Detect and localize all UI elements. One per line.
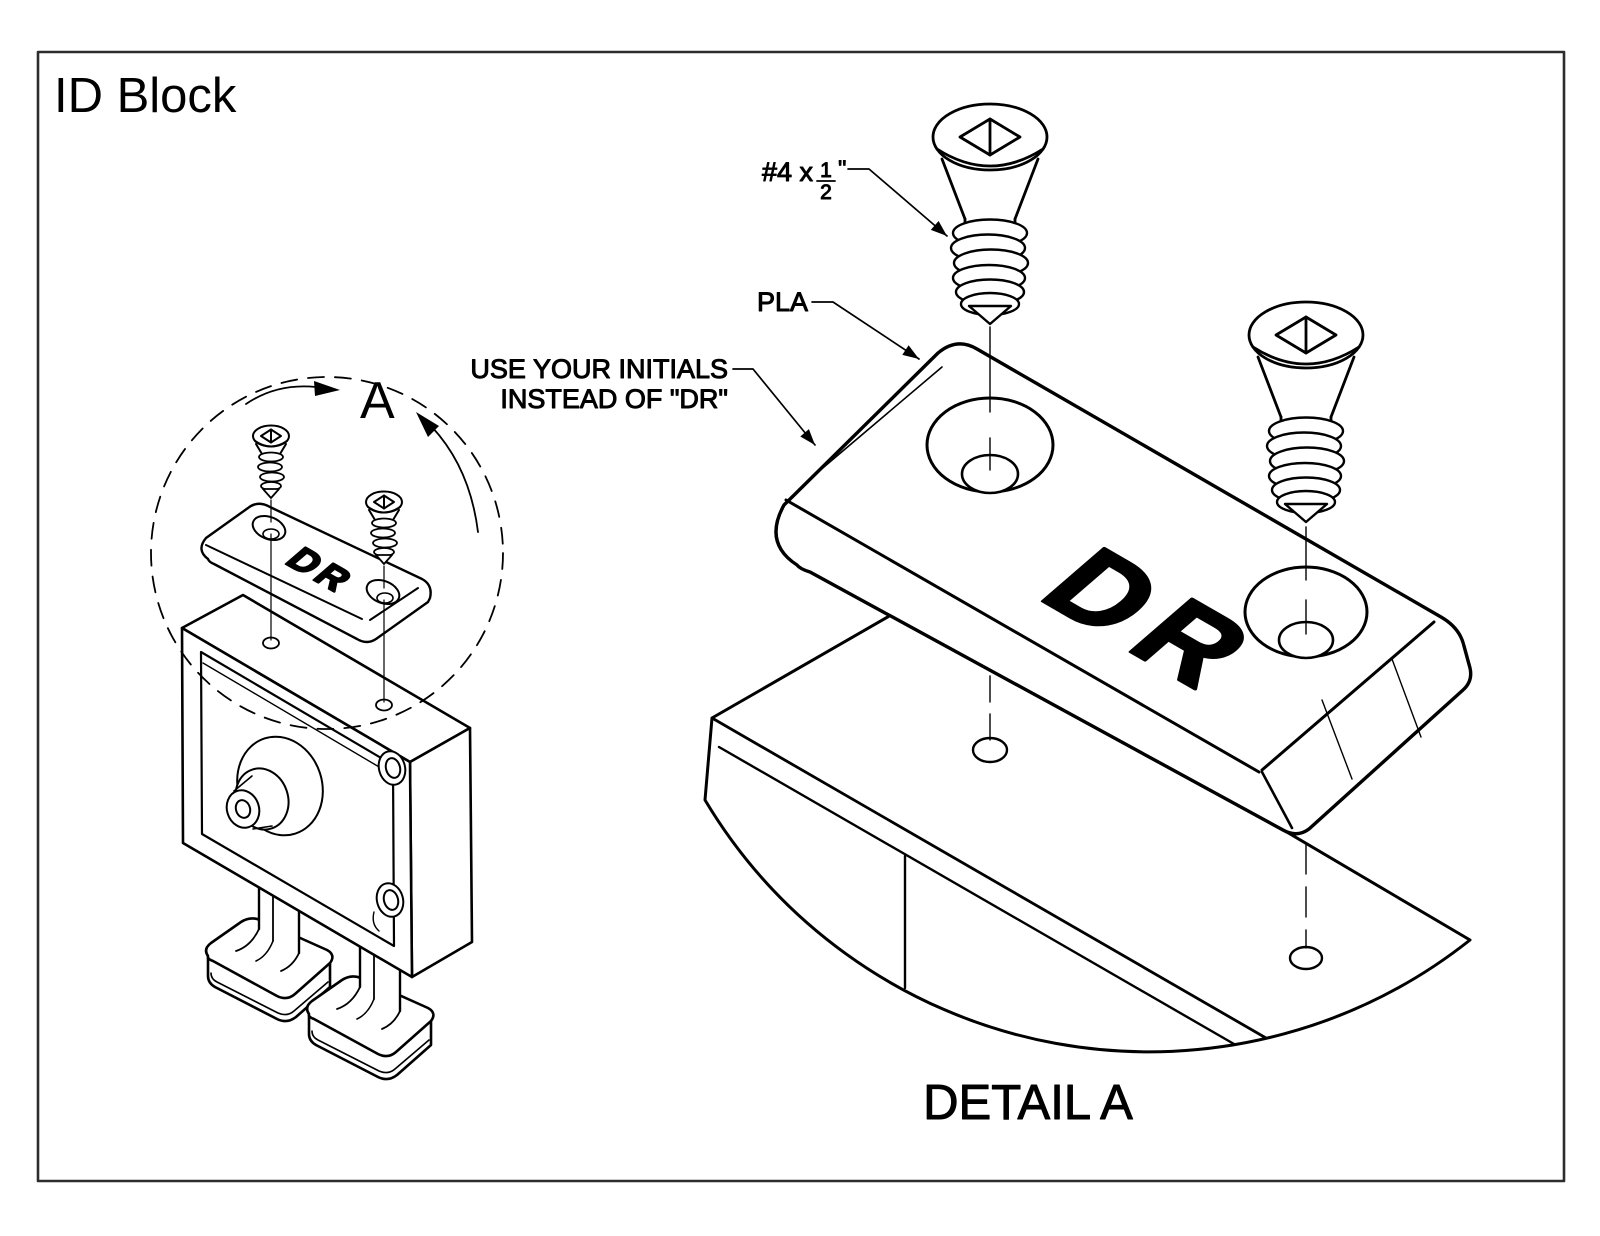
detail-circle-arrows <box>245 381 479 533</box>
detail-a-view: DR #4 x 1 2 '' PLA <box>470 102 1473 1131</box>
material-callout: PLA <box>757 287 920 360</box>
initials-note-line1: USE YOUR INITIALS <box>470 354 728 384</box>
screw-size-numerator: 1 <box>820 159 832 182</box>
page-title: ID Block <box>54 69 237 123</box>
detail-circle <box>150 376 504 730</box>
boss-nozzle <box>225 735 324 837</box>
detail-nameplate: DR <box>774 342 1473 836</box>
overview-screws <box>252 424 403 703</box>
screw-size-denominator: 2 <box>820 181 832 204</box>
material-label: PLA <box>757 287 808 317</box>
robot-body-box <box>180 593 474 979</box>
detail-marker-label: A <box>360 372 395 430</box>
overview-screw-2 <box>365 490 403 565</box>
overview-view: DR A <box>150 372 504 1081</box>
screw-size-callout: #4 x 1 2 '' <box>761 156 948 237</box>
initials-note-line2: INSTEAD OF "DR" <box>500 384 728 414</box>
detail-caption: DETAIL A <box>923 1076 1133 1130</box>
overview-screw-1 <box>252 424 290 499</box>
initials-note-callout: USE YOUR INITIALS INSTEAD OF "DR" <box>470 354 816 446</box>
screw-size-prefix: #4 x <box>762 157 814 187</box>
detail-screw-1 <box>931 102 1049 326</box>
sheet-border <box>36 50 1566 1183</box>
detail-body <box>703 605 1472 1054</box>
detail-centerlines <box>989 326 1307 949</box>
detail-screw-2 <box>1247 300 1365 524</box>
overview-nameplate: DR <box>200 502 432 644</box>
screw-size-suffix: '' <box>838 156 846 181</box>
side-wall-holes <box>372 750 407 932</box>
